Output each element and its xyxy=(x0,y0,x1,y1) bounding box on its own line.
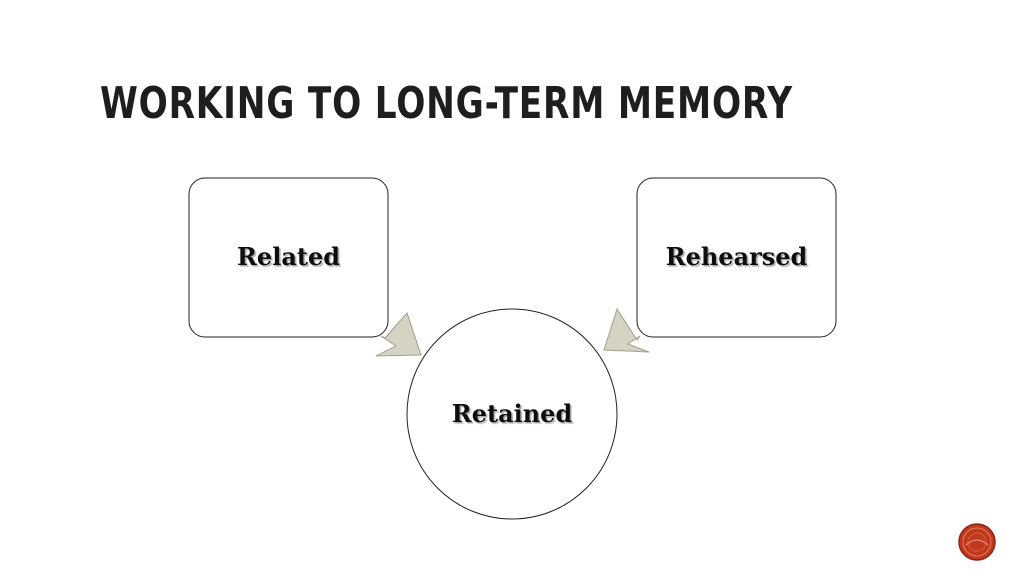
box-related: Related xyxy=(188,177,389,338)
arrow-related-to-retained xyxy=(375,312,422,357)
circle-retained: Retained xyxy=(406,308,618,520)
slide-title: Working to Long-Term Memory xyxy=(100,78,793,129)
box-related-label: Related xyxy=(237,242,340,271)
action-button[interactable] xyxy=(958,523,996,561)
action-button-icon xyxy=(958,523,996,561)
arrow-rehearsed-to-retained xyxy=(603,307,650,353)
circle-retained-label: Retained xyxy=(452,399,573,428)
box-rehearsed-label: Rehearsed xyxy=(666,242,808,271)
box-rehearsed: Rehearsed xyxy=(636,177,837,338)
